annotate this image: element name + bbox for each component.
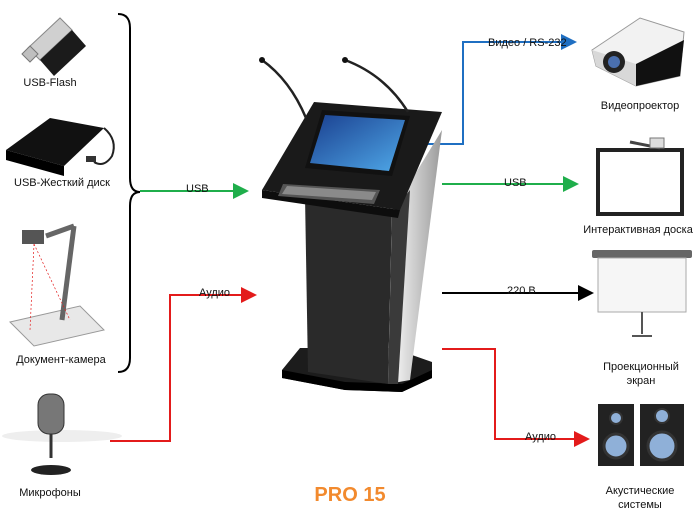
power-out-label: 220 В bbox=[507, 285, 536, 297]
video-projector-label: Видеопроектор bbox=[600, 100, 680, 112]
interactive-board-image bbox=[596, 137, 684, 216]
projection-screen-image bbox=[592, 250, 692, 337]
product-title: PRO 15 bbox=[314, 484, 386, 506]
microphones-label: Микрофоны bbox=[19, 487, 81, 499]
interactive-board-label: Интерактивная доска bbox=[583, 224, 693, 236]
document-camera-image bbox=[9, 223, 105, 347]
usb-flash-image bbox=[21, 17, 86, 76]
audio-out-arrow bbox=[442, 348, 590, 447]
usb-hdd-image bbox=[6, 118, 115, 176]
video-out-arrow bbox=[412, 34, 577, 145]
usb-out-label: USB bbox=[504, 177, 527, 189]
speakers-label: Акустические системы bbox=[605, 485, 675, 511]
microphone-image bbox=[2, 393, 122, 475]
usb-flash-label: USB-Flash bbox=[23, 77, 77, 89]
projector-image bbox=[591, 17, 685, 87]
audio-in-label: Аудио bbox=[199, 287, 231, 299]
usb-hdd-label: USB-Жесткий диск bbox=[14, 177, 110, 189]
speakers-image bbox=[598, 404, 684, 466]
usb-in-label: USB bbox=[186, 183, 209, 195]
video-out-label: Видео / RS-232 bbox=[488, 37, 567, 49]
projection-screen-label: Проекционный экран bbox=[603, 361, 679, 387]
podium-image bbox=[259, 57, 442, 392]
audio-in-arrow bbox=[110, 287, 257, 442]
group-bracket bbox=[117, 13, 141, 373]
document-camera-label: Документ-камера bbox=[16, 354, 106, 366]
audio-out-label: Аудио bbox=[525, 431, 557, 443]
